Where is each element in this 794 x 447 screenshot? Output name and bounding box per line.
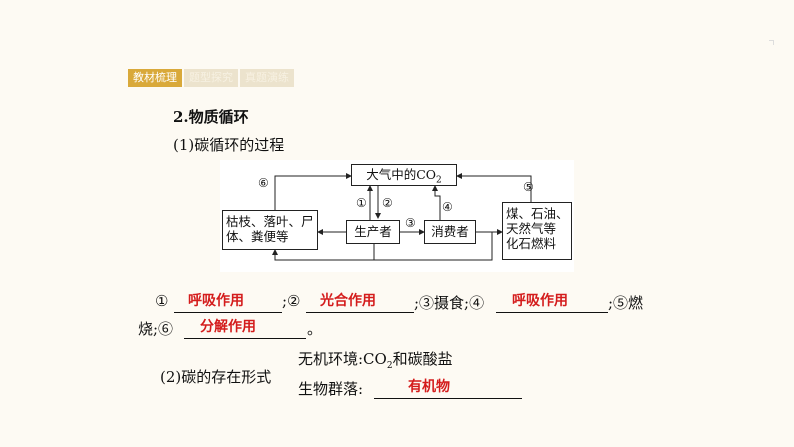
biotic-answer: 有机物: [408, 379, 450, 395]
dead-matter-box: 枯枝、落叶、尸 体、粪便等: [222, 210, 318, 250]
biotic-prefix: 生物群落:: [298, 380, 364, 398]
fossil-line-2: 天然气等: [506, 221, 557, 236]
answer-2: 光合作用: [320, 293, 376, 309]
tab-bar: 教材梳理 题型探究 真题演练: [128, 69, 296, 87]
atmosphere-label: 大气中的CO: [366, 167, 437, 182]
inorganic-suffix: 和碳酸盐: [392, 350, 453, 368]
section-heading: 2.物质循环: [173, 108, 249, 126]
subheading: (1)碳循环的过程: [173, 136, 285, 154]
fossil-fuel-box: 煤、石油、 天然气等 化石燃料: [502, 202, 572, 260]
label-3: ③: [405, 216, 416, 230]
fill-prefix-1: ①: [155, 292, 169, 310]
consumer-box: 消费者: [424, 220, 476, 244]
inorganic-environment: 无机环境:CO2和碳酸盐: [298, 348, 453, 371]
dead-matter-line-1: 枯枝、落叶、尸: [226, 214, 314, 229]
label-5: ⑤: [523, 180, 534, 194]
tab-question-types[interactable]: 题型探究: [184, 69, 238, 87]
diagram-arrows: [272, 173, 532, 261]
answer-6: 分解作用: [200, 319, 256, 335]
fill-prefix-3: ;③摄食;④: [414, 294, 485, 312]
dead-matter-line-2: 体、粪便等: [226, 229, 289, 244]
answer-blank-4: [496, 292, 608, 313]
fill-prefix-2: ;②: [282, 292, 301, 310]
consumer-label: 消费者: [431, 224, 469, 239]
answer-1: 呼吸作用: [188, 293, 244, 309]
forms-label: (2)碳的存在形式: [160, 368, 272, 386]
label-2: ②: [382, 196, 393, 210]
atmosphere-co2-box: 大气中的CO2: [351, 164, 457, 186]
producer-box: 生产者: [346, 220, 400, 244]
tab-real-exams[interactable]: 真题演练: [240, 69, 294, 87]
label-1: ①: [356, 196, 367, 210]
arrow-consumer-to-dead: [272, 232, 493, 261]
label-6: ⑥: [258, 176, 269, 190]
fill-prefix-6: 烧;⑥: [138, 320, 174, 338]
atmosphere-subscript: 2: [436, 175, 442, 186]
answer-blank-2: [306, 292, 414, 313]
inorganic-prefix: 无机环境:CO: [298, 350, 387, 368]
arrow-combustion: [456, 173, 532, 202]
carbon-cycle-diagram: 大气中的CO2 枯枝、落叶、尸 体、粪便等 生产者 消费者 煤、石油、 天然气等…: [220, 160, 574, 272]
arrow-decomposition: [274, 173, 352, 210]
fill-prefix-5: ;⑤燃: [608, 294, 644, 312]
producer-label: 生产者: [354, 224, 392, 239]
label-4: ④: [442, 200, 453, 214]
answer-blank-biotic: [374, 378, 522, 399]
answer-blank-6: [184, 318, 306, 339]
corner-mark: [769, 40, 774, 45]
answer-4: 呼吸作用: [512, 293, 568, 309]
fill-period: 。: [307, 320, 323, 338]
inorganic-subscript: 2: [386, 361, 393, 371]
fossil-line-1: 煤、石油、: [506, 206, 569, 221]
arrow-consumer-respiration: [432, 185, 441, 220]
fossil-line-3: 化石燃料: [506, 236, 557, 251]
tab-textbook-review[interactable]: 教材梳理: [128, 69, 182, 87]
answer-blank-1: [174, 292, 282, 313]
